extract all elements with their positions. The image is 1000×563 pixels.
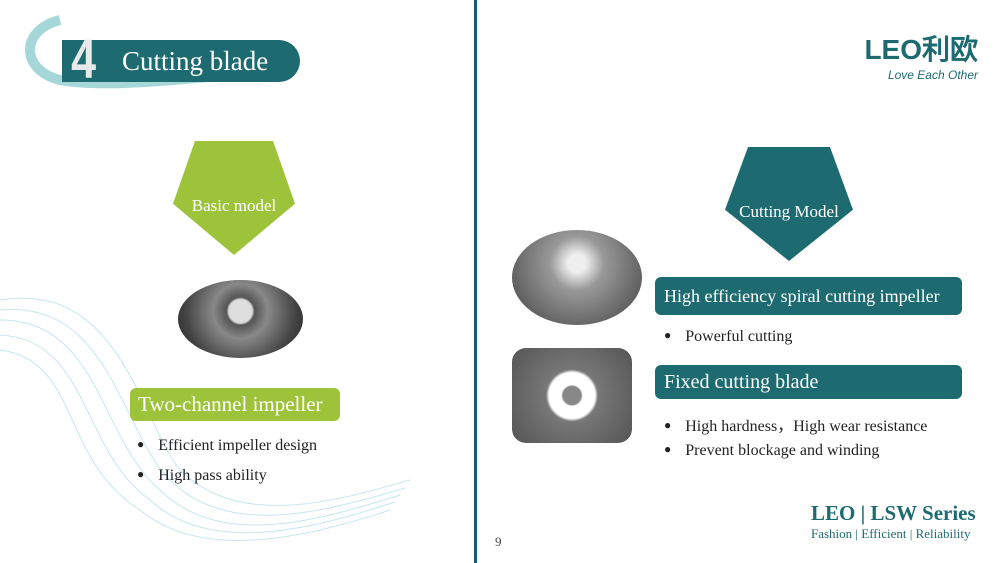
fixed-blade-title: Fixed cutting blade xyxy=(655,365,962,399)
logo-brand: LEO利欧 xyxy=(864,34,978,65)
impeller-image xyxy=(178,280,303,358)
logo: LEO利欧 Love Each Other xyxy=(840,28,978,82)
cutting-model-pentagon: Cutting Model xyxy=(725,147,853,261)
bullet: Efficient impeller design xyxy=(137,437,317,455)
spiral-impeller-image xyxy=(512,230,642,325)
logo-tagline: Love Each Other xyxy=(887,68,978,82)
page-number: 9 xyxy=(495,534,502,549)
basic-model-label: Basic model xyxy=(191,196,277,215)
divider xyxy=(474,0,477,563)
spiral-impeller-title: High efficiency spiral cutting impeller xyxy=(655,277,962,315)
two-channel-impeller-title: Two-channel impeller xyxy=(130,388,340,421)
section-number: 4 xyxy=(71,27,97,90)
cutting-model-label: Cutting Model xyxy=(739,202,839,221)
bullet: High pass ability xyxy=(137,467,266,485)
cutting-blade-image xyxy=(512,348,632,443)
slogan: Fashion | Efficient | Reliability xyxy=(811,526,971,541)
bullet: Prevent blockage and winding xyxy=(664,442,879,460)
series-title: LEO | LSW Series xyxy=(811,501,976,525)
bullet: Powerful cutting xyxy=(664,328,792,346)
bullet: High hardness，High wear resistance xyxy=(664,412,927,436)
section-title: Cutting blade xyxy=(62,40,300,82)
